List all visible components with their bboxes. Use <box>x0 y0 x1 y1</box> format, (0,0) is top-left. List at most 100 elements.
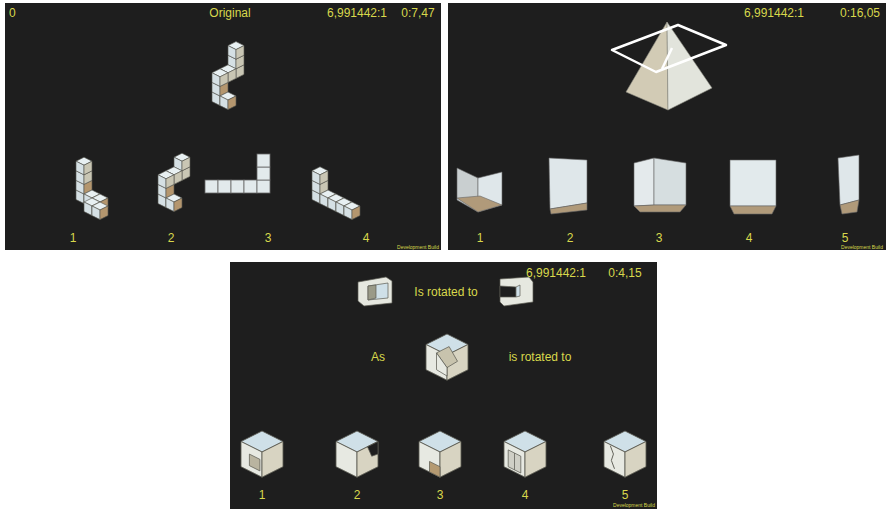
answer-option <box>419 431 461 477</box>
block-figure-part <box>205 180 218 193</box>
instruction-text: As <box>371 351 385 363</box>
section-option-part <box>840 200 859 214</box>
answer-option-part <box>610 446 614 469</box>
block-figure-part <box>257 167 270 180</box>
answer-option-part <box>241 431 283 477</box>
cutting-plane-part <box>662 48 672 69</box>
section-option <box>730 160 776 214</box>
option-number: 3 <box>437 489 444 501</box>
block-figure-part <box>368 283 388 300</box>
section-option-part <box>550 203 587 214</box>
section-option-part <box>654 158 686 205</box>
answer-option-part <box>504 431 546 477</box>
screen-panel <box>5 3 441 250</box>
section-option-part <box>457 196 502 212</box>
block-figure-part <box>212 69 228 87</box>
option-number: 4 <box>746 232 753 244</box>
answer-option-part <box>430 461 441 477</box>
answer-option-part <box>604 431 646 477</box>
section-option-part <box>838 155 859 205</box>
answer-option-part <box>419 431 461 477</box>
scale-ratio: 6,991442:1 <box>526 267 586 279</box>
section-option <box>838 155 859 214</box>
block-figure <box>426 334 468 380</box>
block-figure <box>158 153 190 211</box>
section-option-part <box>730 206 776 214</box>
block-figure <box>500 277 533 306</box>
block-figure-part <box>500 277 533 306</box>
timer: 0:16,05 <box>840 7 880 19</box>
option-number: 3 <box>656 232 663 244</box>
block-figure-part <box>231 180 244 193</box>
section-option-part <box>549 158 587 209</box>
answer-option-part <box>514 453 515 470</box>
block-figure <box>76 157 108 219</box>
block-figure-part <box>500 286 516 297</box>
screen-panel <box>230 262 657 509</box>
scale-ratio: 6,991442:1 <box>744 7 804 19</box>
pyramid-figure-part <box>626 22 668 110</box>
answer-option <box>241 431 283 477</box>
block-figure-part <box>166 194 182 212</box>
option-number: 5 <box>622 489 629 501</box>
option-number: 1 <box>259 489 266 501</box>
timer: 0:4,15 <box>608 267 641 279</box>
section-option <box>457 168 502 212</box>
block-figure <box>358 277 392 306</box>
block-figure-part <box>426 334 468 380</box>
scale-ratio: 6,991442:1 <box>327 7 387 19</box>
build-watermark: Development Build <box>841 245 883 250</box>
block-figure <box>205 154 270 193</box>
block-figure-part <box>220 92 236 110</box>
cutting-plane-part <box>612 25 726 72</box>
block-figure-part <box>92 202 108 220</box>
option-number: 3 <box>265 232 272 244</box>
block-figure-part <box>368 285 376 300</box>
block-figure-part <box>358 277 392 306</box>
block-figure <box>212 42 244 110</box>
timer: 0:7,47 <box>401 7 434 19</box>
option-number: 2 <box>567 232 574 244</box>
block-figure-part <box>244 180 257 193</box>
block-figure-part <box>516 285 520 297</box>
instruction-text: Is rotated to <box>414 286 477 298</box>
instruction-text: is rotated to <box>509 351 572 363</box>
block-figure-part <box>158 171 174 189</box>
option-number: 1 <box>70 232 77 244</box>
option-number: 2 <box>168 232 175 244</box>
block-figure-part <box>437 353 448 376</box>
block-figure-part <box>257 180 270 193</box>
block-figure-part <box>257 154 270 167</box>
build-watermark: Development Build <box>397 245 439 250</box>
answer-option-part <box>249 454 260 471</box>
option-number: 5 <box>842 232 849 244</box>
option-number: 2 <box>354 489 361 501</box>
option-number: 4 <box>363 232 370 244</box>
block-figure-part <box>218 180 231 193</box>
answer-option-part <box>336 431 378 477</box>
answer-option <box>504 431 546 477</box>
answer-option-part <box>368 442 379 457</box>
block-figure-part <box>76 157 92 175</box>
answer-option <box>336 431 378 477</box>
block-figure-part <box>344 202 360 220</box>
screen-panel <box>448 3 886 250</box>
score-counter: 0 <box>9 7 16 19</box>
cutting-plane <box>612 25 726 72</box>
section-option-part <box>634 158 654 206</box>
panel-title: Original <box>209 7 250 19</box>
section-option-part <box>730 160 776 206</box>
build-watermark: Development Build <box>613 503 655 508</box>
answer-option-part <box>508 450 521 473</box>
section-option <box>549 158 587 214</box>
section-option-part <box>634 205 686 212</box>
block-figure-part <box>228 42 244 60</box>
block-figure <box>312 167 360 220</box>
option-number: 4 <box>522 489 529 501</box>
section-option <box>634 158 686 212</box>
block-figure-part <box>312 167 328 185</box>
option-number: 1 <box>477 232 484 244</box>
answer-option <box>604 431 646 477</box>
